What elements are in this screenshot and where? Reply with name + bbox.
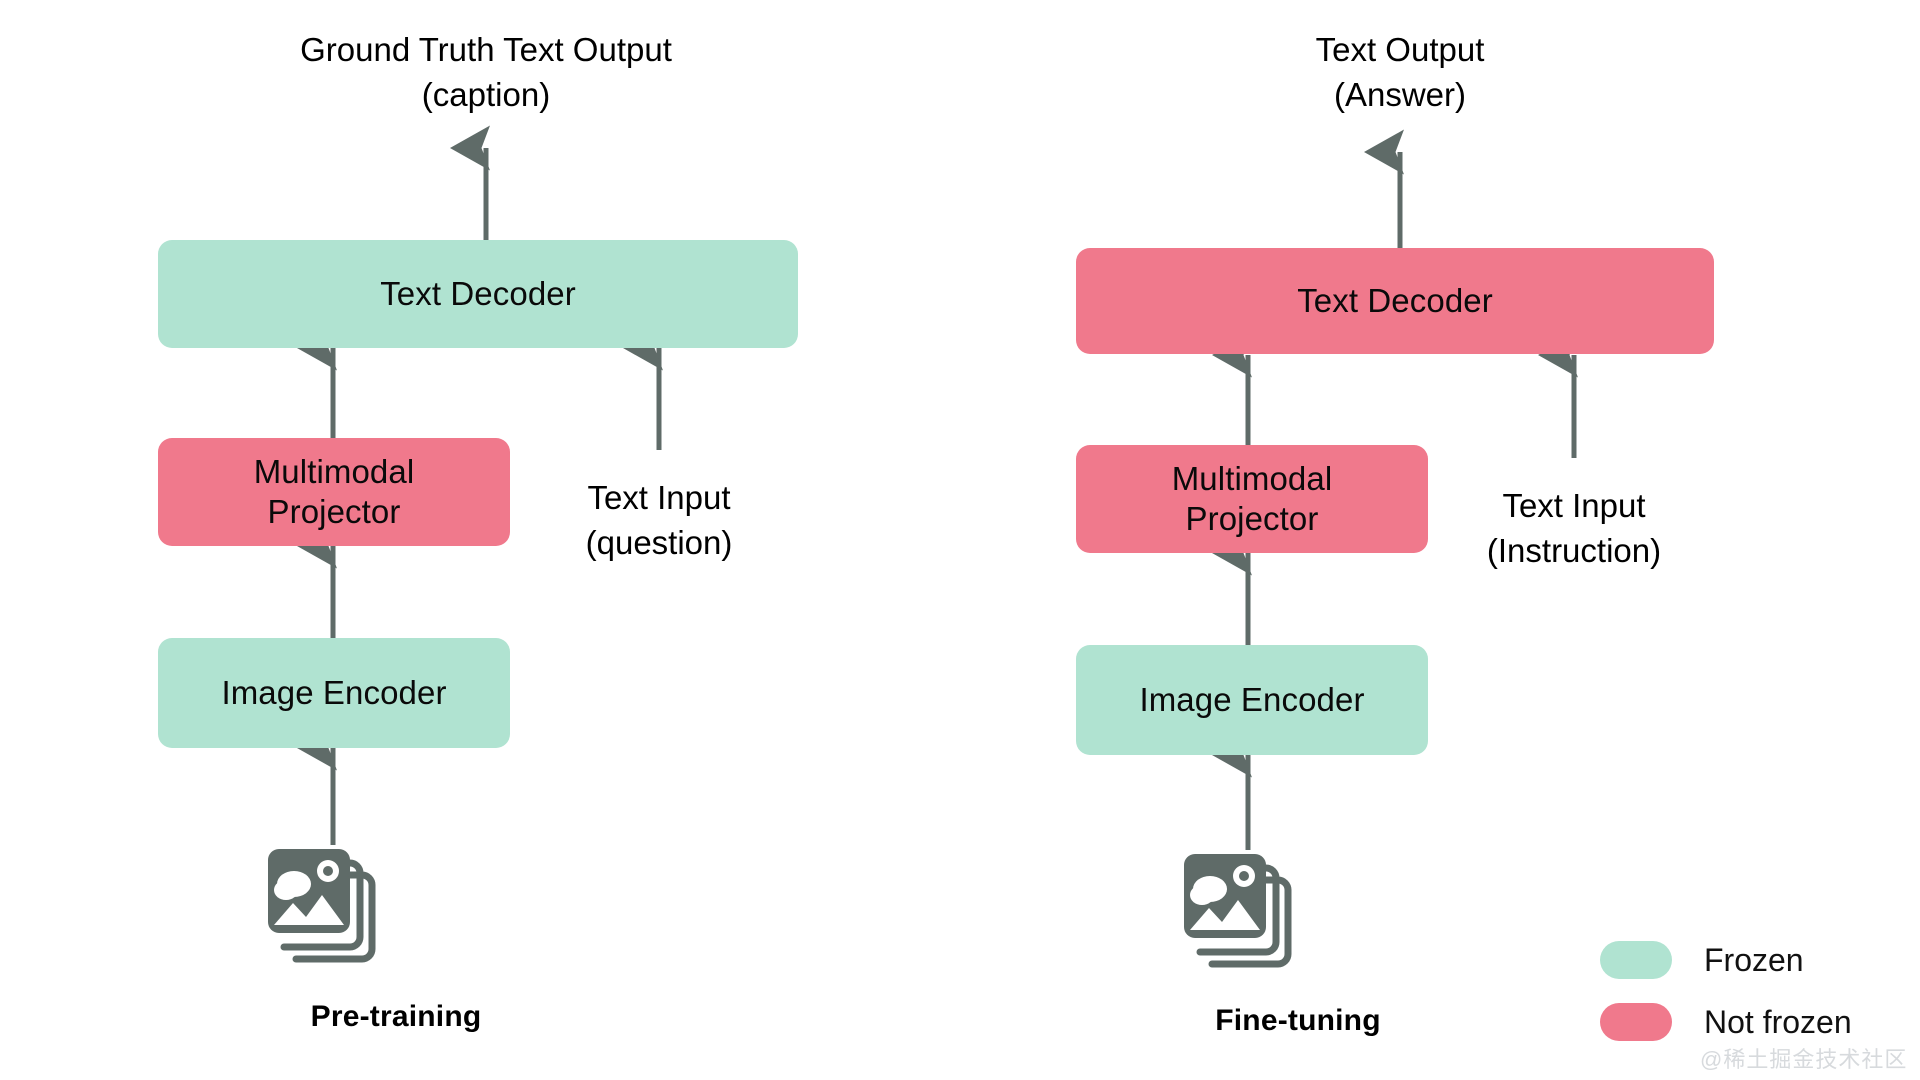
left-block-multimodal-projector[interactable]: Multimodal Projector [158,438,510,546]
left-panel-caption: Pre-training [310,1000,482,1033]
legend-swatch-not-frozen [1600,1003,1672,1041]
right-block-multimodal-projector[interactable]: Multimodal Projector [1076,445,1428,553]
image-stack-icon [266,845,384,968]
left-block-text-decoder-label: Text Decoder [380,274,576,312]
legend: Frozen Not frozen [1600,940,1900,1064]
right-block-image-encoder-label: Image Encoder [1139,680,1365,718]
watermark: @稀土掘金技术社区 [1700,1047,1908,1072]
legend-swatch-frozen [1600,941,1672,979]
legend-label-not-frozen: Not frozen [1704,1003,1852,1040]
left-block-text-decoder[interactable]: Text Decoder [158,240,798,348]
right-panel-caption: Fine-tuning [1215,1004,1381,1037]
right-block-text-decoder[interactable]: Text Decoder [1076,248,1714,354]
right-block-text-decoder-label: Text Decoder [1297,281,1493,319]
legend-label-frozen: Frozen [1704,941,1804,978]
left-block-image-encoder[interactable]: Image Encoder [158,638,510,748]
left-block-image-encoder-label: Image Encoder [221,673,447,711]
right-block-image-encoder[interactable]: Image Encoder [1076,645,1428,755]
legend-item-not-frozen: Not frozen [1600,1002,1900,1042]
left-block-multimodal-projector-label: Multimodal Projector [253,452,415,530]
image-stack-icon [1182,850,1300,973]
right-text-input-label: Text Input (Instruction) [1486,487,1662,569]
left-text-input-label: Text Input (question) [585,479,733,561]
right-output-text: Text Output (Answer) [1315,31,1485,113]
left-output-text: Ground Truth Text Output (caption) [300,31,672,113]
legend-item-frozen: Frozen [1600,940,1900,980]
right-block-multimodal-projector-label: Multimodal Projector [1171,459,1333,537]
